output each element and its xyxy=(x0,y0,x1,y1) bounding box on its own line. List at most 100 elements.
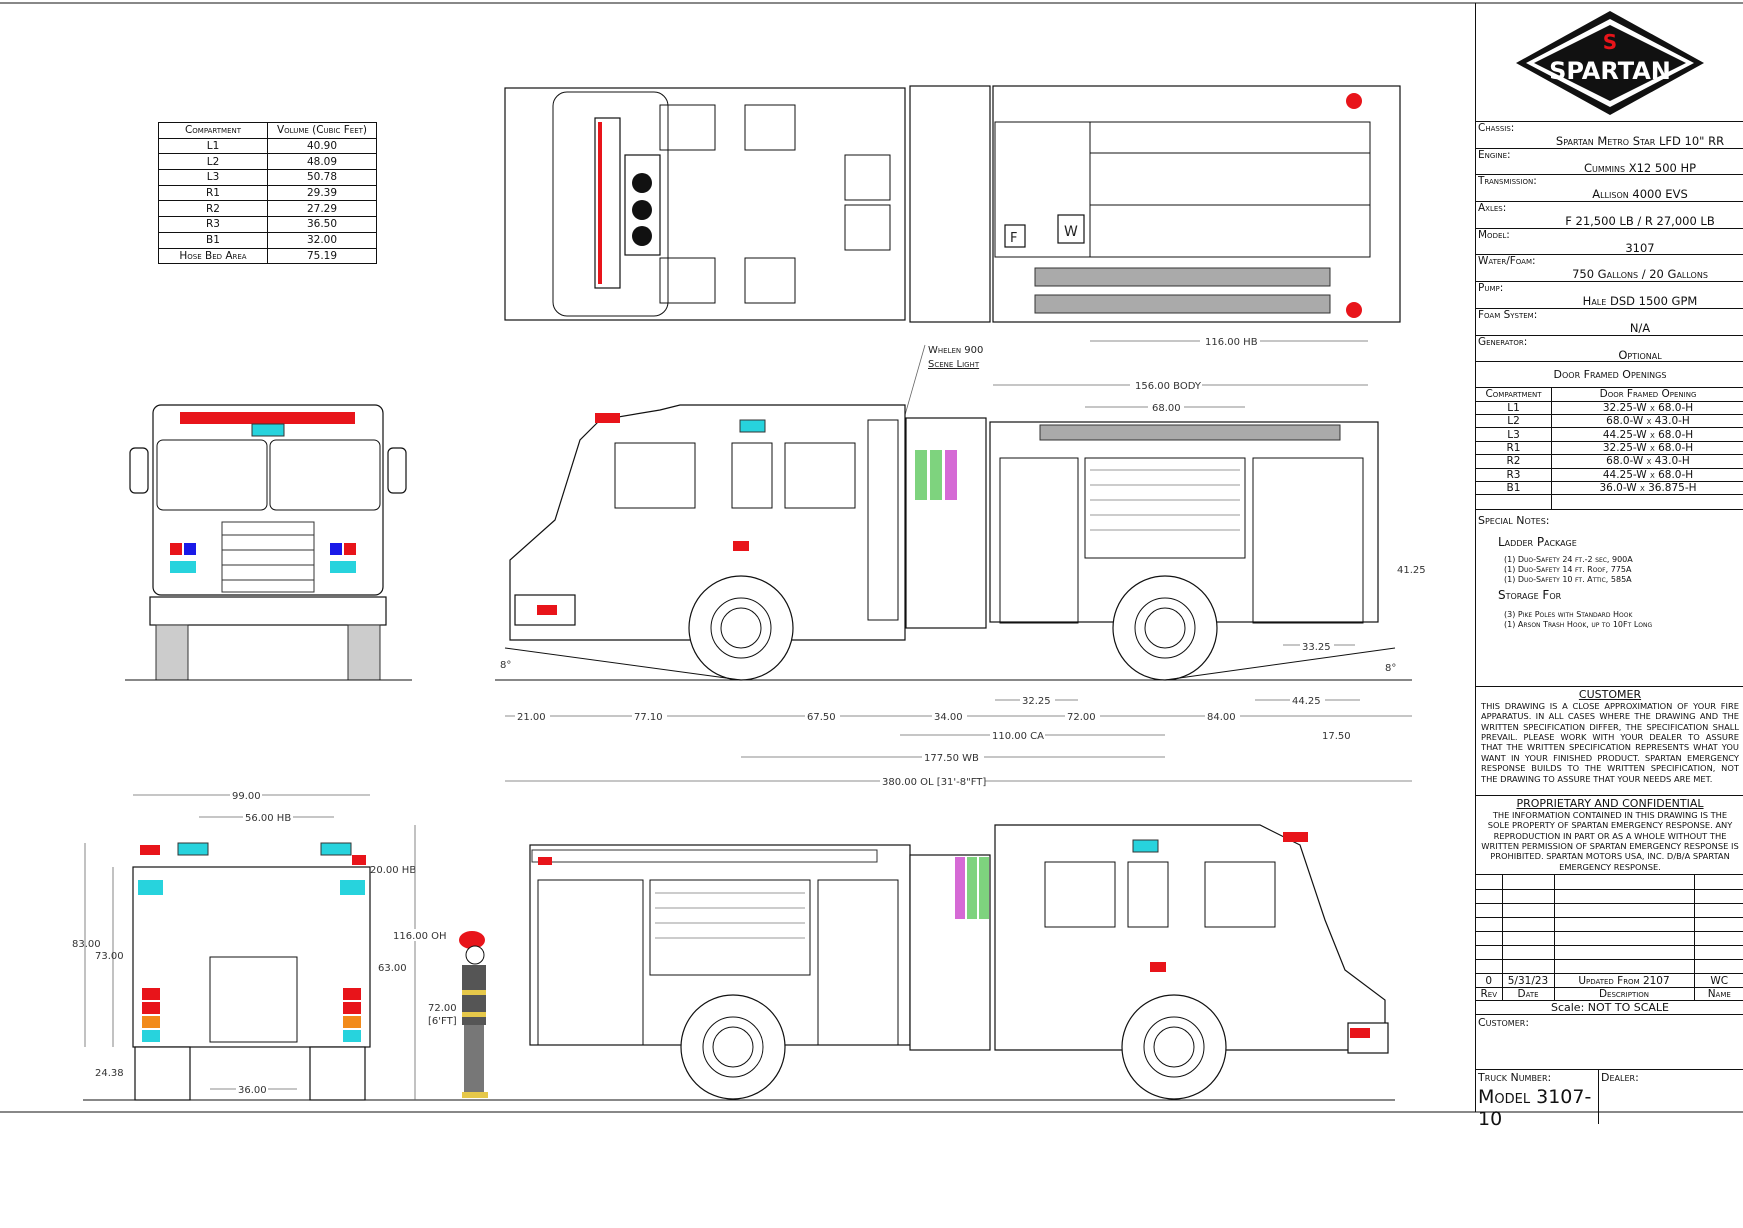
cab-window xyxy=(1204,861,1276,928)
truck-number-label: Truck Number: xyxy=(1478,1071,1552,1085)
compartment-l1 xyxy=(999,457,1079,624)
dim-ca: 110.00 CA xyxy=(992,731,1044,742)
volume-header-compartment: Compartment xyxy=(158,122,268,139)
dim-72: 72.00 xyxy=(1067,712,1096,723)
horn xyxy=(632,226,652,246)
dim-angle-front: 8° xyxy=(500,660,511,671)
cab-window xyxy=(1044,861,1116,928)
special-notes: Special Notes: Ladder Package (1) Duo-Sa… xyxy=(1476,510,1743,688)
seat xyxy=(659,104,716,151)
seat xyxy=(844,204,891,251)
dim-hb56: 56.00 HB xyxy=(245,813,291,824)
cab-window xyxy=(784,442,856,509)
grille xyxy=(221,521,315,593)
label-w: W xyxy=(1064,224,1078,240)
rear-tire-right xyxy=(309,1046,366,1101)
dim-77: 77.10 xyxy=(634,712,663,723)
cab-window xyxy=(1127,861,1169,928)
rear-tire-left xyxy=(134,1046,191,1101)
rear-dimensions: 99.00 56.00 HB 20.00 HB 116.00 OH 83.00 … xyxy=(72,789,457,1100)
title-block: S SPARTAN Chassis:Spartan Metro Star LFD… xyxy=(1475,3,1743,1130)
cab-roof xyxy=(504,87,906,321)
front-wheel-right xyxy=(1121,994,1227,1100)
passenger-side-view xyxy=(529,824,1389,1100)
scale-note: Scale: NOT TO SCALE xyxy=(1476,1001,1743,1016)
body-top xyxy=(992,85,1401,323)
truck-number: Model 3107-10 xyxy=(1478,1086,1592,1131)
hose-bed-side xyxy=(1039,424,1341,441)
side-dimensions: 156.00 BODY 68.00 41.25 33.25 8° 8° 21.0… xyxy=(500,379,1426,788)
dim-63: 63.00 xyxy=(378,963,407,974)
dim-84: 84.00 xyxy=(1207,712,1236,723)
dim-32: 32.25 xyxy=(1022,696,1051,707)
rear-wheel-right xyxy=(680,994,786,1100)
seat xyxy=(844,154,891,201)
dealer-field: Dealer: xyxy=(1601,1071,1639,1085)
front-bumper xyxy=(149,596,387,626)
dim-44: 44.25 xyxy=(1292,696,1321,707)
dim-41: 41.25 xyxy=(1397,565,1426,576)
spec-generator: Generator:Optional xyxy=(1476,336,1743,363)
hose-load xyxy=(1034,267,1331,287)
horn xyxy=(632,173,652,193)
spec-foam-system: Foam System:N/A xyxy=(1476,309,1743,336)
top-view: F W 116.00 HB xyxy=(504,85,1401,348)
spec-pump: Pump:Hale DSD 1500 GPM xyxy=(1476,282,1743,309)
door-openings-title: Door Framed Openings xyxy=(1476,362,1743,389)
label-f: F xyxy=(1010,231,1017,246)
spec-model: Model:3107 xyxy=(1476,229,1743,256)
compartment-l2 xyxy=(1084,457,1246,559)
pump-panel xyxy=(905,417,987,629)
marker-light xyxy=(1346,93,1362,109)
compartment-r3 xyxy=(537,879,644,1046)
dim-99: 99.00 xyxy=(232,791,261,802)
pump-panel-right xyxy=(909,854,991,1051)
scene-light xyxy=(251,423,285,437)
horn xyxy=(632,200,652,220)
dim-angle-rear: 8° xyxy=(1385,663,1396,674)
spartan-logo: S SPARTAN xyxy=(1516,11,1704,115)
cab-windshield xyxy=(552,91,669,317)
firefighter-scale-figure xyxy=(459,931,488,1098)
cab-front xyxy=(152,404,384,596)
dim-oh: 116.00 OH xyxy=(393,931,447,942)
helmet xyxy=(459,931,485,949)
cab-window xyxy=(614,442,696,509)
dim-21: 21.00 xyxy=(517,712,546,723)
compartment-l3 xyxy=(1252,457,1364,624)
seat xyxy=(659,257,716,304)
note-item: (1) Duo-Safety 14 ft. Roof, 775A xyxy=(1504,565,1632,575)
dim-73: 73.00 xyxy=(95,951,124,962)
callout-text: Whelen 900 xyxy=(928,345,983,356)
seat xyxy=(744,104,796,151)
spec-water-foam: Water/Foam:750 Gallons / 20 Gallons xyxy=(1476,255,1743,283)
lightbar-red xyxy=(598,122,602,284)
dim-68: 68.00 xyxy=(1152,403,1181,414)
dim-24: 24.38 xyxy=(95,1068,124,1079)
dim-body: 156.00 BODY xyxy=(1135,381,1202,392)
front-view xyxy=(125,404,412,681)
mirror xyxy=(387,447,407,494)
dim-34: 34.00 xyxy=(934,712,963,723)
dim-17: 17.50 xyxy=(1322,731,1351,742)
note-item: (1) Duo-Safety 24 ft.-2 sec, 900A xyxy=(1504,555,1633,565)
driver-side-view xyxy=(495,404,1412,681)
front-lightbar xyxy=(180,412,355,424)
rear-view xyxy=(83,842,1395,1101)
volume-header-volume: Volume (Cubic Feet) xyxy=(267,122,377,139)
dim-36: 36.00 xyxy=(238,1085,267,1096)
